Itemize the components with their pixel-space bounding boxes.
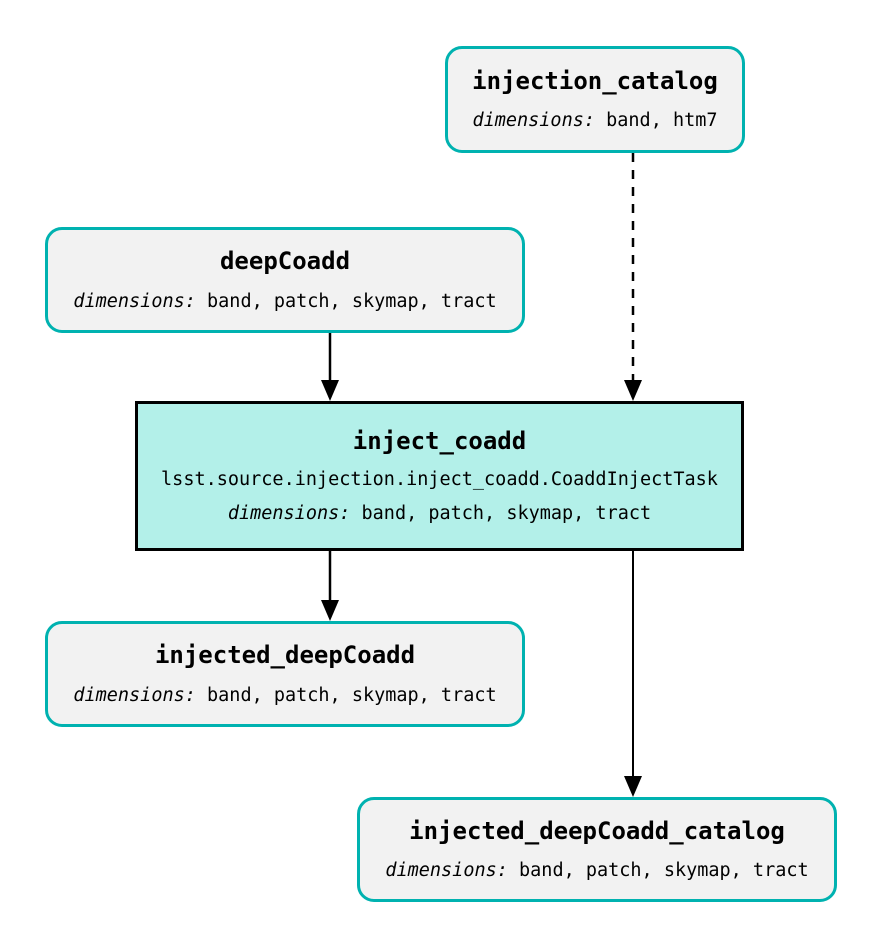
dimensions-label: dimensions: [385,860,508,882]
node-dimensions: dimensions: band, htm7 [472,110,717,131]
node-dimensions: dimensions: band, patch, skymap, tract [73,685,496,706]
arrowhead-icon [321,600,339,621]
node-injected-deepcoadd: injected_deepCoadd dimensions: band, pat… [45,621,525,727]
node-injected-deepcoadd-catalog: injected_deepCoadd_catalog dimensions: b… [357,797,837,902]
dimensions-value-spacer [196,685,207,706]
edge-deepcoadd-to-inject-coadd [321,333,339,401]
node-injection-catalog: injection_catalog dimensions: band, htm7 [445,46,745,153]
node-title: inject_coadd [352,426,527,455]
dimensions-label: dimensions: [472,110,595,132]
edge-injection-catalog-to-inject-coadd [624,153,642,401]
arrowhead-icon [624,776,642,797]
node-deepcoadd: deepCoadd dimensions: band, patch, skyma… [45,227,525,333]
node-dimensions: dimensions: band, patch, skymap, tract [73,291,496,312]
task-class-path: lsst.source.injection.inject_coadd.Coadd… [161,468,718,490]
edge-inject-coadd-to-injected-deepcoadd-catalog [624,551,642,797]
dimensions-value: band, patch, skymap, tract [207,684,497,706]
dimensions-value: band, patch, skymap, tract [207,290,497,312]
dimensions-value: band, htm7 [606,110,718,132]
dimensions-label: dimensions: [73,684,196,706]
dimensions-value-spacer [196,291,207,312]
arrowhead-icon [321,380,339,401]
edge-inject-coadd-to-injected-deepcoadd [321,551,339,621]
dimensions-value-spacer [350,503,361,524]
node-title: injected_deepCoadd [154,641,416,670]
node-title: injected_deepCoadd_catalog [409,816,785,845]
node-dimensions: dimensions: band, patch, skymap, tract [228,503,651,524]
dimensions-value: band, patch, skymap, tract [519,860,809,882]
node-title: injection_catalog [472,66,718,95]
node-title: deepCoadd [219,247,351,276]
node-inject-coadd-task: inject_coadd lsst.source.injection.injec… [135,401,744,551]
dimensions-label: dimensions: [227,502,351,524]
node-dimensions: dimensions: band, patch, skymap, tract [385,860,808,881]
dimensions-label: dimensions: [73,290,196,312]
arrowhead-icon [624,380,642,401]
dimensions-value: band, patch, skymap, tract [361,502,652,524]
dimensions-value-spacer [508,860,519,881]
dimensions-value-spacer [595,110,606,131]
